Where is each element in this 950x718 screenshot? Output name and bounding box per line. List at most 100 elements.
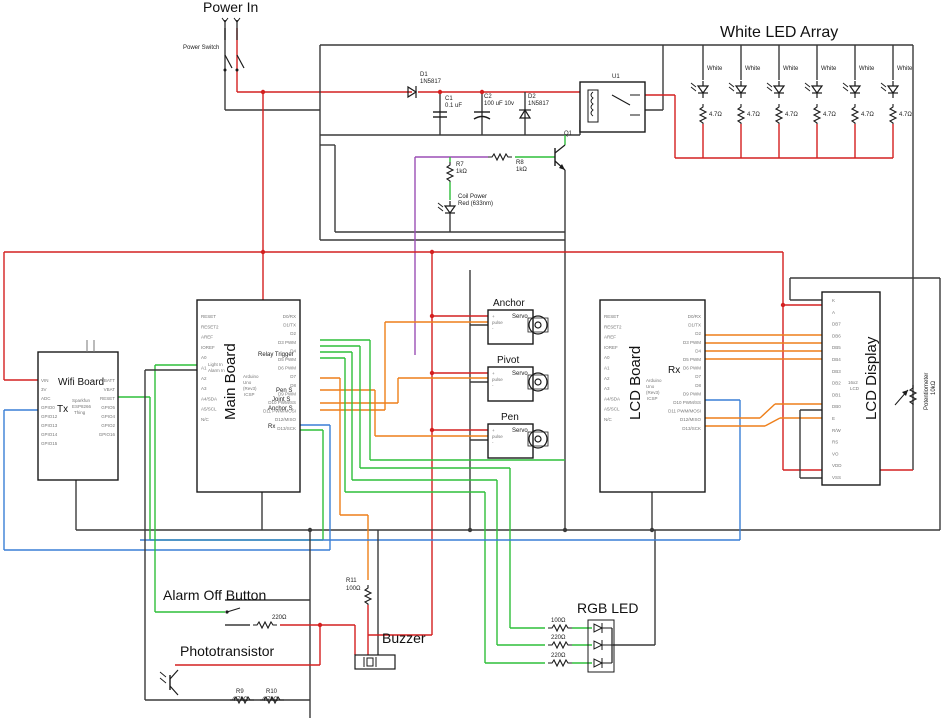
pin-label: A4/SDA <box>604 396 620 401</box>
rgb-led: RGB LED 100Ω 220Ω 220Ω <box>547 600 638 673</box>
pin-label: RS <box>832 440 838 445</box>
pin-label: D12/MISO <box>275 417 297 422</box>
wifi-board-box <box>37 351 119 481</box>
led-column-6: White 4.7Ω <box>880 45 913 158</box>
d1-val: 1N5817 <box>420 79 442 85</box>
lcd-16x2: 16x2 <box>848 380 858 385</box>
main-joint-s: Joint S <box>272 397 290 403</box>
pin-label: GPIO4 <box>101 414 115 419</box>
coil-led-label-1: Coil Power <box>458 194 487 200</box>
main-sub-2: Uno <box>243 380 252 385</box>
servo-horn-icon <box>527 315 549 335</box>
pin-label: GPIO15 <box>41 441 58 446</box>
pin-label: D11 PWM/MOSI <box>668 409 701 414</box>
r8-ref: R8 <box>516 160 524 166</box>
pin-label: RESET <box>100 396 115 401</box>
resistor-alarm-icon <box>252 621 278 629</box>
rgb-led-icon <box>587 619 615 673</box>
pin-label: A5/SCL <box>201 407 217 412</box>
coil-led-label-2: Red (633nm) <box>458 201 493 207</box>
servo-pen: Pen Servo + pulse - <box>487 412 549 459</box>
pin-label: RESET <box>201 314 216 319</box>
servo-pin-pulse: pulse <box>492 320 503 325</box>
pin-label: D3 PWM <box>683 340 701 345</box>
pin-label: A3 <box>604 386 610 391</box>
main-light-in: Light In <box>208 362 223 367</box>
pin-label: D0/RX <box>283 314 296 319</box>
lcd-board-box <box>599 299 706 493</box>
pin-label: D7 <box>695 374 701 379</box>
pin-label: DB2 <box>832 381 841 386</box>
pin-label: GPIO0 <box>41 405 55 410</box>
transistor-q1-icon <box>554 144 566 171</box>
servo-pin-plus: + <box>492 314 495 319</box>
r10-val: 4.7kΩ <box>262 697 278 703</box>
servo-pin-plus: + <box>492 371 495 376</box>
relay-u1-icon <box>579 81 646 133</box>
pin-label: DB1 <box>832 392 841 397</box>
pin-label: DB3 <box>832 369 841 374</box>
lcd-board-title: LCD Board <box>627 346 644 420</box>
pin-label: A0 <box>201 355 207 360</box>
main-board-title: Main Board <box>222 343 239 420</box>
main-alarm-in: Alarm In <box>208 368 225 373</box>
main-pen-s: Pen S <box>276 388 292 394</box>
capacitor-c2-icon <box>473 111 491 120</box>
led-column-3: White 4.7Ω <box>766 45 799 158</box>
phototransistor-icon <box>159 669 179 696</box>
resistor-rgb3-icon <box>547 659 573 667</box>
pin-label: GPIO2 <box>101 423 115 428</box>
pin-label: A0 <box>604 355 610 360</box>
pin-label: A1 <box>604 366 610 371</box>
main-sub-3: (Rev3) <box>243 386 257 391</box>
resistor-icon <box>851 103 859 125</box>
pin-label: D13/SCK <box>277 426 296 431</box>
c1-val: 0.1 uF <box>445 103 462 109</box>
main-relay-trigger: Relay Trigger <box>258 352 294 358</box>
led-resistor-label: 4.7Ω <box>823 112 836 118</box>
resistor-rgb1-icon <box>547 624 573 632</box>
pin-label: IOREF <box>201 345 215 350</box>
resistor-r7-icon <box>446 161 454 183</box>
pin-label: D1/TX <box>283 323 296 328</box>
pin-label: D6 PWM <box>278 366 296 371</box>
pin-label: GPIO16 <box>99 432 116 437</box>
resistor-rgb2-icon <box>547 641 573 649</box>
pin-label: D10 PWM/SS <box>673 400 701 405</box>
lcd-display-box <box>821 291 881 486</box>
pin-label: DB6 <box>832 333 841 338</box>
pin-label: A3 <box>201 386 207 391</box>
wifi-sub-2: ESP8266 <box>72 404 92 409</box>
servo-pivot: Pivot Servo + pulse - <box>487 355 549 402</box>
servo-pin-pulse: pulse <box>492 434 503 439</box>
main-left-pins: RESETRESET2AREFIOREFA0A1A2A3A4/SDAA5/SCL… <box>201 314 219 422</box>
pin-label: N/C <box>604 417 613 422</box>
white-led-label: White <box>821 66 837 72</box>
power-in-label: Power In <box>203 0 258 15</box>
pin-label: VDD <box>832 463 842 468</box>
pin-label: DB5 <box>832 345 841 350</box>
white-led-icon <box>842 80 861 99</box>
led-array-title: White LED Array <box>720 24 838 41</box>
lcd-display-title: LCD Display <box>863 336 880 420</box>
lcd-sub-1: Arduino <box>646 378 662 383</box>
white-led-icon <box>804 80 823 99</box>
lcd-display: LCD Display 16x2 LCD KADB7DB6DB5DB4DB3DB… <box>821 291 937 486</box>
pin-label: GPIO5 <box>101 405 115 410</box>
pin-label: D9 PWM <box>278 391 296 396</box>
c2-ref: C2 <box>484 94 492 100</box>
wifi-board: Wifi Board Tx Sparkfun ESP8266 Thing VIN… <box>37 340 119 481</box>
buzzer-title: Buzzer <box>382 630 426 646</box>
lcd-board: LCD Board Rx Arduino Uno (Rev3) ICSP RES… <box>599 299 706 493</box>
pin-label: ADC <box>41 396 51 401</box>
lcd-board-rx: Rx <box>668 365 680 376</box>
lcd-sub-3: (Rev3) <box>646 390 660 395</box>
pin-label: A4/SDA <box>201 396 217 401</box>
resistor-r8-icon <box>487 153 513 161</box>
pin-label: DB4 <box>832 357 841 362</box>
resistor-r11-icon <box>364 584 372 606</box>
resistor-icon <box>775 103 783 125</box>
